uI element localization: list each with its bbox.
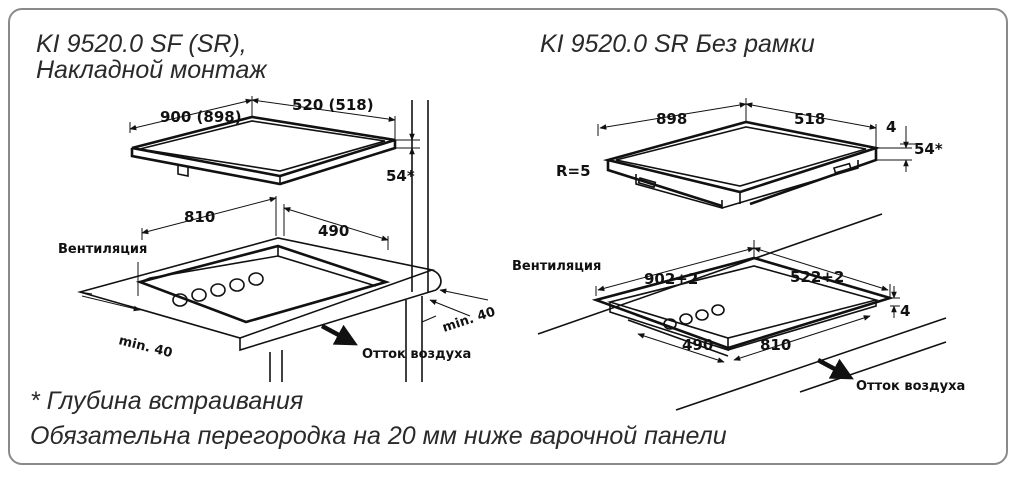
- left-min-front: min. 40: [117, 333, 174, 361]
- left-cutout-width: 810: [184, 208, 215, 226]
- left-hob-drawing: [77, 96, 489, 382]
- figure-frame: [8, 8, 1008, 465]
- right-inner-depth: 490: [682, 336, 713, 354]
- partition-note: Обязательна перегородка на 20 мм ниже ва…: [30, 422, 727, 450]
- left-cutout-depth: 490: [318, 222, 349, 240]
- right-depth-dim: 518: [794, 110, 825, 128]
- left-title-mounting: Накладной монтаж: [36, 56, 268, 84]
- right-frame-dim: 4: [886, 118, 896, 136]
- right-hob-drawing: [537, 98, 947, 411]
- right-ventilation-label: Вентиляция: [512, 259, 601, 274]
- left-depth-note: 54*: [386, 167, 415, 185]
- left-min-side: min. 40: [441, 305, 498, 336]
- right-inner-width: 810: [760, 336, 791, 354]
- right-cutout-depth: 522+2: [790, 268, 844, 286]
- right-width-dim: 898: [656, 110, 687, 128]
- left-depth-dim: 520 (518): [292, 96, 374, 114]
- right-depth-note: 54*: [914, 140, 943, 158]
- left-width-dim: 900 (898): [160, 108, 242, 126]
- left-title-model: KI 9520.0 SF (SR),: [36, 30, 247, 58]
- right-radius-label: R=5: [556, 162, 591, 180]
- depth-footnote: * Глубина встраивания: [30, 387, 303, 415]
- right-cutout-width: 902+2: [644, 270, 698, 288]
- left-airflow-label: Отток воздуха: [362, 347, 471, 362]
- left-ventilation-label: Вентиляция: [58, 242, 147, 257]
- right-step-dim: 4: [900, 302, 910, 320]
- right-title: KI 9520.0 SR Без рамки: [540, 30, 815, 58]
- right-airflow-label: Отток воздуха: [856, 379, 965, 394]
